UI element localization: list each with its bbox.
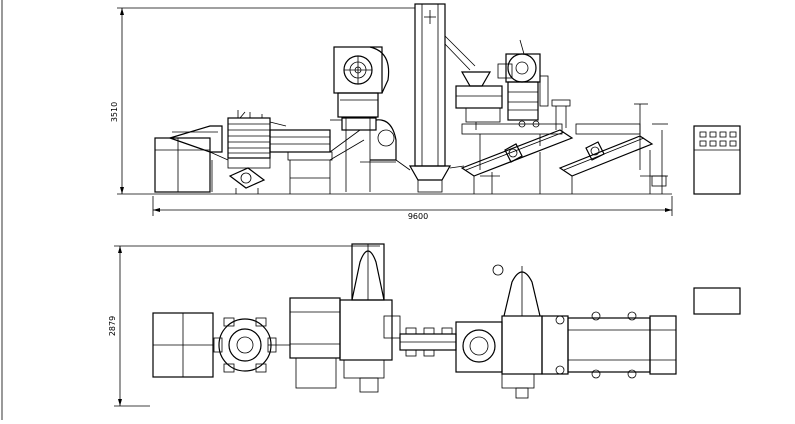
feeder-hopper — [154, 125, 229, 193]
height-dimension: 3510 — [110, 7, 415, 195]
top-plan: 2879 — [108, 243, 741, 407]
bucket-elevator — [395, 3, 476, 193]
front-elevation: 3510 9600 — [110, 3, 741, 221]
width-dimension: 2879 — [108, 245, 380, 407]
width-dimension-label: 2879 — [108, 316, 117, 336]
control-cabinet — [693, 125, 741, 195]
tables-plan — [541, 311, 677, 379]
length-dimension-label: 9600 — [408, 212, 428, 221]
control-cabinet-plan — [693, 287, 741, 315]
huller-unit — [269, 46, 397, 194]
huller-plan — [289, 243, 401, 393]
separator-unit — [455, 39, 549, 130]
conveyor-plan — [399, 327, 457, 357]
length-dimension: 9600 — [152, 196, 673, 221]
separating-table-2 — [558, 103, 668, 194]
separating-table-1 — [460, 99, 574, 194]
screen-plan — [213, 317, 290, 373]
height-dimension-label: 3510 — [110, 102, 119, 122]
separator-plan — [455, 264, 543, 399]
feeder-plan — [152, 312, 214, 378]
